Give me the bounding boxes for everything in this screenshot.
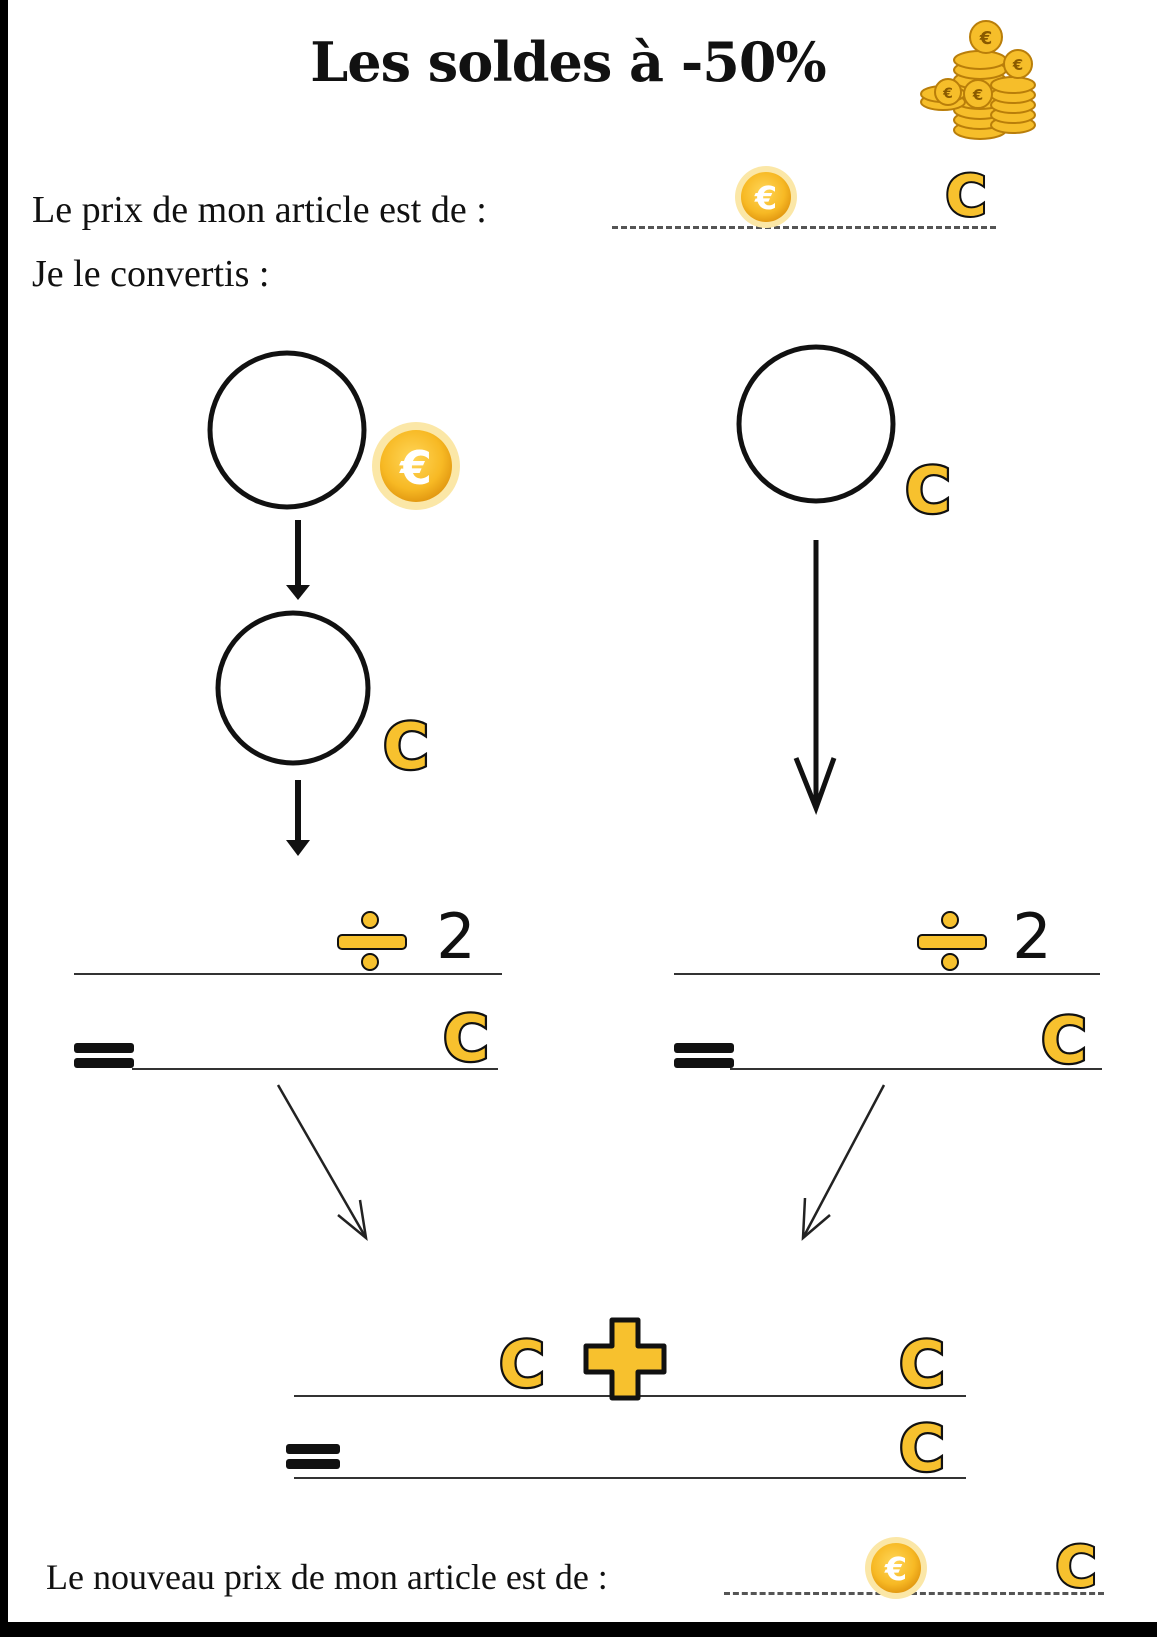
svg-text:C: C [945,164,986,229]
svg-text:C: C [499,1328,545,1401]
plus-icon [583,1317,667,1401]
worksheet-drawings: € € € € € C € C [74,20,1099,1602]
page-title: Les soldes à -50% [310,30,826,94]
svg-text:€: € [1012,56,1023,74]
arrow-diagonal-left-icon [801,1084,886,1241]
arrow-down-icon [286,780,310,856]
equals-icon [674,1043,734,1068]
svg-text:€: € [754,179,777,217]
total-rule[interactable] [294,1477,966,1479]
svg-text:€: € [942,86,953,102]
cent-icon: C [381,708,431,786]
svg-text:€: € [399,441,432,495]
svg-text:C: C [905,454,951,527]
left-euro-circle[interactable] [207,350,367,510]
cent-icon: C [1039,1002,1089,1080]
price-label: Le prix de mon article est de : [32,189,487,231]
cent-icon: C [1053,1533,1098,1602]
right-divide-rule[interactable] [674,973,1100,975]
right-result-rule[interactable] [730,1068,1102,1070]
arrow-down-icon [286,520,310,600]
svg-text:€: € [979,28,993,49]
equals-icon [286,1444,340,1469]
svg-text:C: C [899,1412,945,1485]
coins-stack-icon: € € € € [920,20,1036,140]
svg-text:C: C [383,710,429,783]
divide-icon [917,911,987,971]
arrow-diagonal-right-icon [276,1084,368,1242]
left-result-rule[interactable] [132,1068,498,1070]
svg-text:C: C [1055,1535,1096,1600]
cent-icon: C [943,162,988,231]
new-price-answer-field[interactable] [724,1592,1104,1595]
equals-icon [74,1043,134,1068]
left-cent-circle[interactable] [215,610,371,766]
svg-text:€: € [972,86,983,104]
left-divisor: 2 [436,900,475,973]
euro-coin-icon: € [865,1537,927,1599]
right-divisor: 2 [1012,900,1051,973]
euro-coin-icon: € [735,166,797,228]
new-price-label: Le nouveau prix de mon article est de : [46,1557,608,1597]
cent-icon: C [897,1410,947,1488]
cent-icon: C [441,1000,491,1078]
svg-text:C: C [1041,1004,1087,1077]
svg-text:C: C [899,1328,945,1401]
arrow-down-icon [793,540,837,816]
cent-icon: C [903,452,953,530]
svg-text:€: € [884,1550,907,1588]
cent-icon: C [897,1326,947,1404]
convert-label: Je le convertis : [32,253,270,295]
cent-icon: C [497,1326,547,1404]
worksheet-page: Les soldes à -50% Le prix de mon article… [8,0,1157,1622]
price-answer-field[interactable] [612,226,996,229]
right-cent-circle[interactable] [736,344,896,504]
divide-icon [337,911,407,971]
left-divide-rule[interactable] [74,973,502,975]
euro-coin-icon: € [372,422,460,510]
svg-text:C: C [443,1002,489,1075]
